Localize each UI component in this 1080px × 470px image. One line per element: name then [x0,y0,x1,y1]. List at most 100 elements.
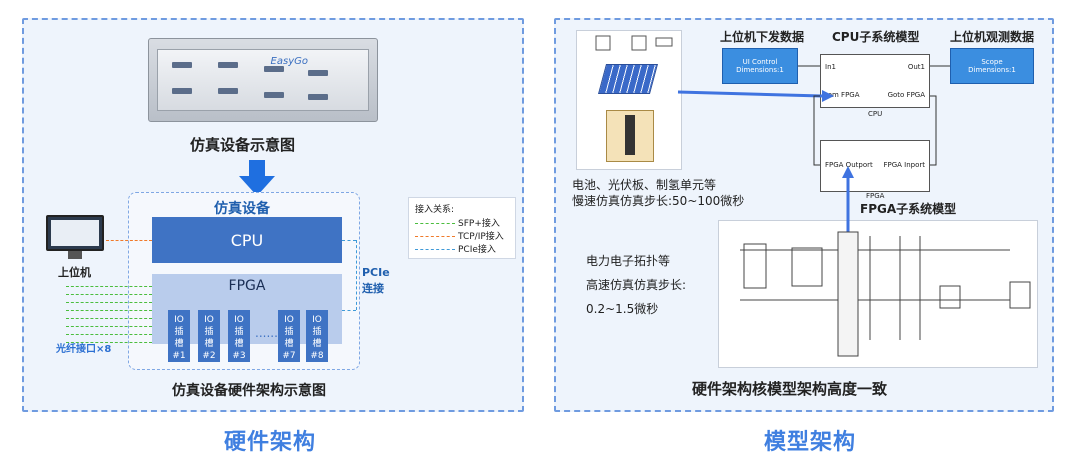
scope-dim: Dimensions:1 [968,66,1016,74]
device-caption: 仿真设备示意图 [190,136,296,154]
arrow-head-icon [822,90,834,102]
pcie-connection [342,310,356,311]
connector-port [264,66,284,72]
legend-item-sfp: SFP+接入 [415,216,500,229]
legend-label: PCIe接入 [458,245,496,255]
circuit-block [1009,281,1031,309]
io-slot: IO 插槽 #1 [168,310,190,362]
fiber-line [66,286,152,287]
pcie-connection [342,240,356,241]
host-label: 上位机 [58,266,91,279]
hardware-architecture-caption: 仿真设备硬件架构示意图 [172,383,326,399]
legend-label: TCP/IP接入 [458,232,504,242]
fpga-model-label: FPGA子系统模型 [860,202,957,216]
fiber-line [66,318,152,319]
slot-char: 插 [284,327,294,337]
fiber-line [66,342,152,343]
down-arrow-icon [249,160,265,176]
slot-char: 插 [204,327,214,337]
slot-char: 槽 [174,339,184,349]
fiber-line [66,326,152,327]
fast-model-text-1: 电力电子拓扑等 [586,254,671,268]
cell-core [625,115,635,155]
pcie-connection [356,240,357,310]
host-computer-icon [46,215,104,251]
connector-port [172,62,192,68]
fast-model-text-2: 高速仿真仿真步长: [586,278,687,292]
slot-io: IO [234,315,244,325]
slot-io: IO [174,315,184,325]
slot-char: 插 [234,327,244,337]
legend-title: 接入关系: [415,205,455,215]
slot-char: 槽 [234,339,244,349]
down-arrow-head-icon [239,176,275,196]
connector-port [172,88,192,94]
model-caption: 模型架构 [763,430,856,455]
monitor-screen [51,220,99,246]
slot-io: IO [284,315,294,325]
tcpip-connection [106,240,152,241]
fpga-circuit-diagram [718,220,1038,368]
ui-control-block: UI Control Dimensions:1 [722,48,798,84]
connector-port [308,94,328,100]
fpga-outport: FPGA Outport [825,161,873,169]
ui-control-dim: Dimensions:1 [736,66,784,74]
pcie-label-2: 连接 [362,282,384,295]
thumb-block [655,37,673,47]
fiber-line [66,310,152,311]
fast-model-text-3: 0.2~1.5微秒 [586,302,659,316]
consistency-caption: 硬件架构核模型架构高度一致 [692,380,888,398]
legend-item-tcpip: TCP/IP接入 [415,229,504,242]
arrow-head-icon [842,166,854,178]
fiber-label: 光纤接口×8 [56,344,112,355]
legend-swatch [415,223,455,224]
legend-label: SFP+接入 [458,219,500,229]
slot-char: 槽 [284,339,294,349]
fpga-subsystem-block: FPGA Outport FPGA Inport [820,140,930,192]
connector-port [264,92,284,98]
connector-port [308,70,328,76]
circuit-block [743,243,767,289]
slot-char: 槽 [312,339,322,349]
fiber-line [66,334,152,335]
fiber-line [66,294,152,295]
circuit-block [791,247,823,287]
thumb-block [595,35,611,51]
circuit-block [939,285,961,309]
cpu-block-name: CPU [868,110,883,118]
host-send-label: 上位机下发数据 [720,30,805,44]
slot-io: IO [312,315,322,325]
device-front-panel: EasyGo [157,49,369,111]
hardware-caption: 硬件架构 [223,430,316,455]
simulator-device-image: EasyGo [148,38,378,122]
slot-number: #8 [310,351,324,361]
scope-title: Scope [981,58,1003,66]
slow-model-text-1: 电池、光伏板、制氢单元等 [572,178,717,192]
slot-char: 插 [174,327,184,337]
slot-number: #1 [172,351,186,361]
slot-char: 槽 [204,339,214,349]
simulator-title: 仿真设备 [214,201,270,217]
cpu-goto-fpga-port: Goto FPGA [887,91,925,99]
pcie-label: PCIe [362,266,390,279]
connector-port [218,88,238,94]
cpu-block: CPU [152,217,342,263]
legend: 接入关系: SFP+接入 TCP/IP接入 PCIe接入 [408,197,516,259]
legend-item-pcie: PCIe接入 [415,242,496,255]
slot-io: IO [204,315,214,325]
data-flow-arrow [677,90,823,98]
legend-swatch [415,249,455,250]
slot-ellipsis: ...... [255,326,278,340]
signal-line [813,95,820,166]
cpu-out1-port: Out1 [907,63,925,71]
host-observe-label: 上位机观测数据 [950,30,1035,44]
cpu-in1-port: In1 [825,63,836,71]
signal-line [930,95,937,166]
ui-control-title: UI Control [742,58,778,66]
connector-port [218,62,238,68]
